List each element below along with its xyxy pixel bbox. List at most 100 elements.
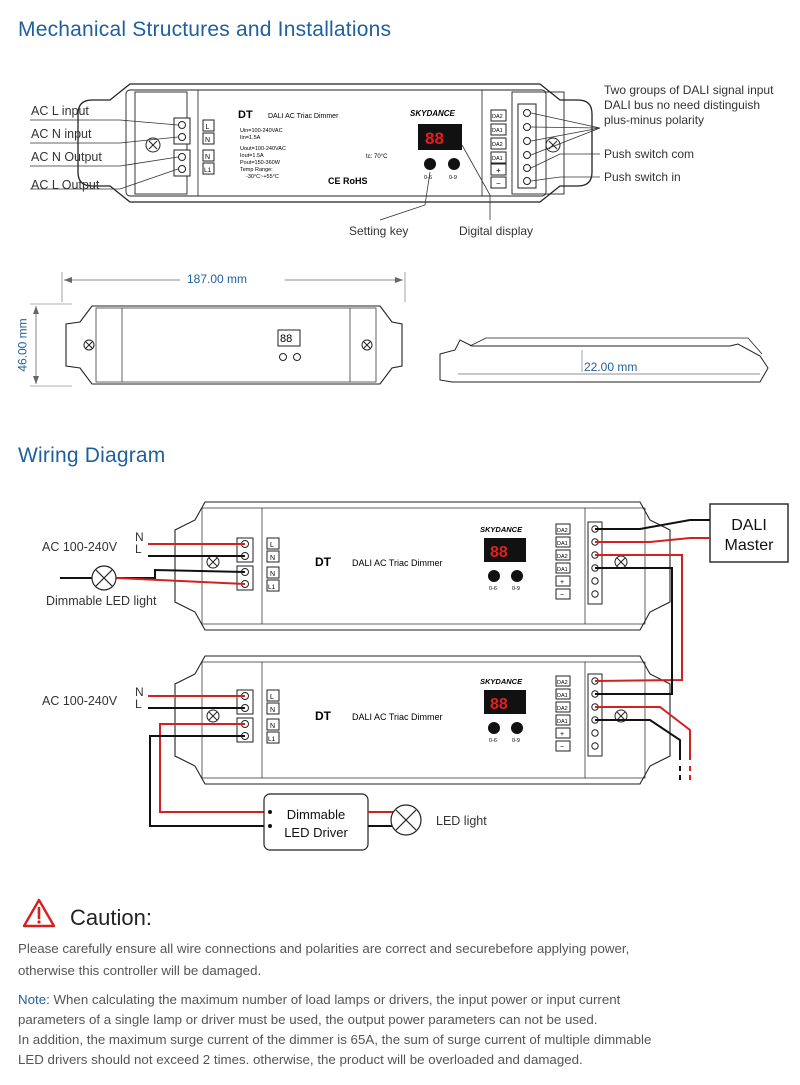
svg-text:DA1: DA1 (492, 128, 503, 134)
svg-text:L1: L1 (204, 167, 212, 174)
svg-text:N: N (270, 707, 275, 714)
svg-text:−: − (560, 592, 564, 599)
svg-text:DA1: DA1 (557, 693, 568, 699)
label-dali-master: DALI Master (724, 517, 774, 554)
svg-text:DA2: DA2 (492, 114, 503, 120)
svg-text:L1: L1 (268, 736, 276, 743)
terminal-block-in (173, 117, 191, 145)
svg-text:+: + (560, 579, 564, 586)
svg-text:DA1: DA1 (557, 719, 568, 725)
label-digital-display: Digital display (459, 224, 534, 238)
svg-text:−: − (496, 179, 501, 188)
right-terminal-labels: DA2 DA1 DA2 DA1 + − (490, 109, 507, 189)
label-l1: L (135, 542, 142, 556)
label-dimmable-led-light: Dimmable LED light (46, 594, 157, 608)
caution-title: Caution: (70, 905, 152, 930)
svg-text:SKYDANCE: SKYDANCE (410, 109, 456, 118)
svg-text:DA2: DA2 (557, 680, 568, 686)
svg-text:Iin=1.5A: Iin=1.5A (240, 135, 261, 141)
dim-width: 46.00 mm (15, 318, 30, 372)
note-text: Note: When calculating the maximum numbe… (18, 992, 652, 1067)
key-1 (424, 158, 436, 170)
note-label: Note: (18, 992, 50, 1007)
dimension-drawings: 88 (30, 272, 769, 387)
svg-text:N: N (205, 154, 210, 161)
svg-text:DA2: DA2 (492, 142, 503, 148)
svg-text:0-6: 0-6 (489, 738, 497, 744)
svg-text:0-9: 0-9 (449, 175, 457, 181)
svg-text:tc: 70°C: tc: 70°C (366, 154, 388, 160)
svg-text:Pout=150-360W: Pout=150-360W (240, 160, 281, 166)
svg-text:DA2: DA2 (557, 528, 568, 534)
svg-text:DT: DT (315, 709, 332, 723)
label-push-in: Push switch in (604, 170, 681, 184)
label-ac2: AC 100-240V (42, 694, 118, 708)
svg-text:−: − (560, 744, 564, 751)
section-title-mechanical: Mechanical Structures and Installations (18, 18, 392, 41)
mechanical-top-view: L N N L1 DT DALI AC Triac Dimmer Uin=100… (30, 83, 601, 221)
label-push-com: Push switch com (604, 147, 695, 161)
controller-2: L N N L1 DT DALI AC Triac Dimmer SKYDANC… (174, 655, 671, 785)
dim-height: 22.00 mm (584, 360, 638, 374)
label-n2: N (135, 685, 144, 699)
section-title-wiring: Wiring Diagram (18, 444, 166, 467)
key-2 (448, 158, 460, 170)
svg-text:DALI AC Triac Dimmer: DALI AC Triac Dimmer (352, 558, 443, 568)
svg-text:DA1: DA1 (492, 156, 503, 162)
label-led-light: LED light (436, 814, 487, 828)
label-dali-groups: Two groups of DALI signal input DALI bus… (604, 83, 774, 127)
label-ac-n-input: AC N input (31, 127, 92, 141)
svg-text:88: 88 (425, 129, 444, 148)
digital-display (418, 124, 462, 150)
terminal-block-out (173, 149, 191, 177)
svg-text:DA2: DA2 (557, 706, 568, 712)
svg-text:DALI AC Triac Dimmer: DALI AC Triac Dimmer (352, 712, 443, 722)
label-ac1: AC 100-240V (42, 540, 118, 554)
svg-text:SKYDANCE: SKYDANCE (480, 525, 523, 534)
svg-text:88: 88 (490, 696, 508, 713)
svg-text:DA1: DA1 (557, 567, 568, 573)
svg-text:CE RoHS: CE RoHS (328, 176, 368, 186)
dim-length: 187.00 mm (187, 272, 248, 286)
label-ac-n-output: AC N Output (31, 150, 102, 164)
svg-text:Iout=1.5A: Iout=1.5A (240, 153, 264, 159)
label-setting-key: Setting key (349, 224, 409, 238)
svg-text:88: 88 (280, 333, 292, 345)
svg-text:0-9: 0-9 (512, 586, 520, 592)
svg-text:L1: L1 (268, 584, 276, 591)
svg-text:N: N (270, 723, 275, 730)
svg-text:N: N (205, 137, 210, 144)
svg-text:L: L (206, 124, 210, 131)
svg-text:DT: DT (238, 109, 253, 121)
svg-text:N: N (270, 555, 275, 562)
label-n1: N (135, 530, 144, 544)
controller-1: L N N L1 DT DALI AC Triac Dimmer SKYDANC… (174, 501, 671, 631)
svg-text:L: L (270, 694, 274, 701)
svg-text:L: L (270, 542, 274, 549)
wiring-diagram: L N N L1 DT DALI AC Triac Dimmer SKYDANC… (60, 501, 789, 851)
label-l2: L (135, 697, 142, 711)
svg-text:88: 88 (490, 544, 508, 561)
svg-text:0-6: 0-6 (424, 175, 432, 181)
svg-text:0-9: 0-9 (512, 738, 520, 744)
svg-text:SKYDANCE: SKYDANCE (480, 677, 523, 686)
svg-text:Uin=100-240VAC: Uin=100-240VAC (240, 128, 283, 134)
svg-text:Temp Range:: Temp Range: (240, 167, 273, 173)
svg-text:DA1: DA1 (557, 541, 568, 547)
dali-master-box (709, 503, 789, 563)
svg-text:N: N (270, 571, 275, 578)
caution-text: Please carefully ensure all wire connect… (18, 941, 630, 978)
svg-text:Uout=100-240VAC: Uout=100-240VAC (240, 146, 286, 152)
svg-text:+: + (560, 731, 564, 738)
caution-warning-icon (22, 898, 56, 928)
led-driver-box (263, 793, 369, 851)
svg-text:DALI AC Triac Dimmer: DALI AC Triac Dimmer (268, 113, 339, 120)
svg-text:0-6: 0-6 (489, 586, 497, 592)
label-dimmable-led-driver: Dimmable LED Driver (284, 807, 348, 840)
svg-text:DT: DT (315, 555, 332, 569)
terminal-block-dali (517, 103, 537, 189)
svg-text:-30°C~+55°C: -30°C~+55°C (246, 174, 279, 180)
svg-text:DA2: DA2 (557, 554, 568, 560)
label-ac-l-input: AC L input (31, 104, 89, 118)
svg-text:+: + (496, 166, 501, 175)
